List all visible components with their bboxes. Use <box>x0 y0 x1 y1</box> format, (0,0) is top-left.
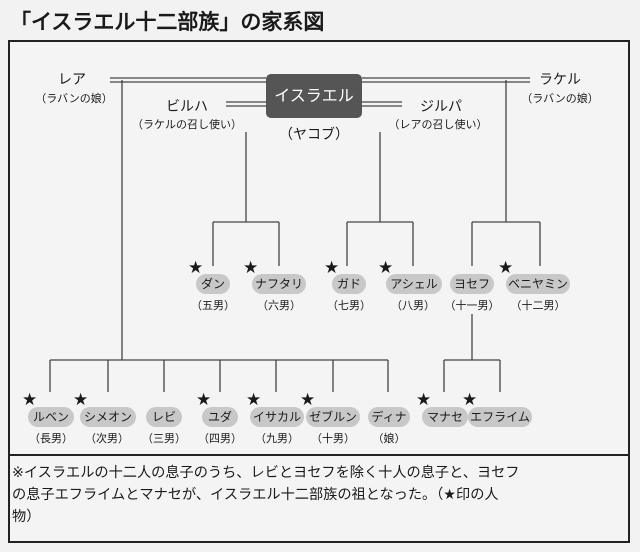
son-simeon: シメオン <box>80 407 136 427</box>
star-icon: ★ <box>498 258 514 278</box>
wife-zilpa-note: （レアの召し使い） <box>388 118 488 131</box>
son-issachar-order: （九男） <box>255 432 299 445</box>
son-joseph-order: （十一男） <box>444 299 500 312</box>
son-issachar: イサカル <box>250 407 304 427</box>
daughter-dinah: ディナ <box>368 407 410 427</box>
note-divider <box>10 454 628 456</box>
star-icon: ★ <box>196 390 212 410</box>
wife-lea-name: レア <box>58 72 86 88</box>
daughter-dinah-order: （娘） <box>372 432 406 445</box>
son-dan: ダン <box>196 274 230 294</box>
son-reuben: ルベン <box>28 407 74 427</box>
son-judah: ユダ <box>202 407 238 427</box>
son-dan-order: （五男） <box>191 299 235 312</box>
son-benjamin: ベニヤミン <box>506 274 570 294</box>
son-judah-order: （四男） <box>198 432 242 445</box>
son-gad: ガド <box>332 274 366 294</box>
wife-rachel-name: ラケル <box>539 72 581 88</box>
footnote-line-2: の息子エフライムとマナセが、イスラエル十二部族の祖となった。（★印の人 <box>12 487 499 503</box>
star-icon: ★ <box>188 258 204 278</box>
wife-rachel-note: （ラバンの娘） <box>521 92 599 105</box>
son-levi: レビ <box>146 407 182 427</box>
wife-zilpa-name: ジルパ <box>420 99 462 115</box>
son-gad-order: （七男） <box>327 299 371 312</box>
star-icon: ★ <box>246 390 262 410</box>
son-zebulun: ゼブルン <box>306 407 360 427</box>
page-title: 「イスラエル十二部族」の家系図 <box>10 10 325 34</box>
wife-bilha-name: ビルハ <box>166 99 208 115</box>
grandson-manasseh: マナセ <box>422 407 468 427</box>
son-asher: アシェル <box>386 274 442 294</box>
son-simeon-order: （次男） <box>85 432 129 445</box>
star-icon: ★ <box>243 258 259 278</box>
footnote-line-1: ※イスラエルの十二人の息子のうち、レビとヨセフを除く十人の息子と、ヨセフ <box>12 465 520 481</box>
son-naphtali: ナフタリ <box>252 274 306 294</box>
wife-lea-note: （ラバンの娘） <box>35 92 113 105</box>
wife-bilha-note: （ラケルの召し使い） <box>132 118 242 131</box>
footnote: ※イスラエルの十二人の息子のうち、レビとヨセフを除く十人の息子と、ヨセフ の息子… <box>12 462 624 528</box>
son-benjamin-order: （十二男） <box>510 299 566 312</box>
son-naphtali-order: （六男） <box>257 299 301 312</box>
star-icon: ★ <box>378 258 394 278</box>
star-icon: ★ <box>462 390 478 410</box>
star-icon: ★ <box>324 258 340 278</box>
star-icon: ★ <box>416 390 432 410</box>
footnote-line-3: 物） <box>12 509 41 525</box>
star-icon: ★ <box>73 390 89 410</box>
israel-box: イスラエル <box>266 74 362 118</box>
son-zebulun-order: （十男） <box>311 432 355 445</box>
son-joseph: ヨセフ <box>450 274 494 294</box>
star-icon: ★ <box>300 390 316 410</box>
son-asher-order: （八男） <box>391 299 435 312</box>
son-reuben-order: （長男） <box>29 432 73 445</box>
son-levi-order: （三男） <box>142 432 186 445</box>
grandson-ephraim: エフライム <box>468 407 532 427</box>
star-icon: ★ <box>22 390 38 410</box>
israel-alias: （ヤコブ） <box>279 127 349 143</box>
